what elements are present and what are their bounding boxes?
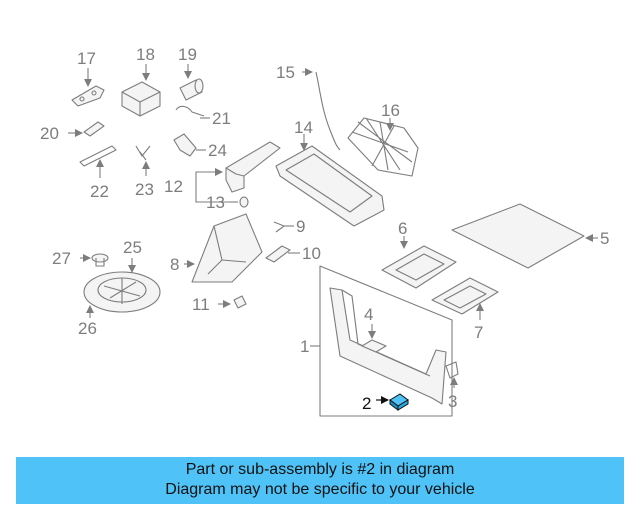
callout-25: 25 [123, 238, 142, 257]
part-6-panel: 6 [381, 219, 457, 289]
part-12-trim: 12 13 [164, 141, 281, 212]
callout-3: 3 [448, 392, 457, 411]
callout-5: 5 [600, 229, 609, 248]
callout-21: 21 [212, 109, 231, 128]
part-4-clip: 4 [361, 305, 387, 353]
part-18-module: 18 [121, 45, 161, 117]
callout-24: 24 [208, 141, 227, 160]
part-23-clip: 23 [135, 145, 154, 199]
part-9-clip: 9 [273, 217, 305, 236]
callout-15: 15 [276, 63, 295, 82]
part-20-clip: 20 [40, 121, 105, 143]
callout-11: 11 [192, 295, 210, 314]
callout-1: 1 [300, 337, 309, 356]
callout-2: 2 [362, 394, 371, 413]
callout-9: 9 [296, 217, 305, 236]
part-16-net: 16 [347, 101, 419, 177]
info-banner: Part or sub-assembly is #2 in diagram Di… [16, 457, 624, 504]
callout-27: 27 [52, 249, 71, 268]
part-15-cable: 15 [276, 63, 341, 151]
callout-23: 23 [135, 180, 154, 199]
callout-18: 18 [136, 45, 155, 64]
callout-20: 20 [40, 124, 59, 143]
parts-diagram: 17 18 19 20 21 22 23 2 [40, 45, 609, 417]
part-21-hook: 21 [175, 105, 231, 128]
part-25-tray: 25 26 [78, 238, 161, 338]
callout-8: 8 [170, 255, 179, 274]
part-3-clip: 3 [445, 361, 459, 411]
callout-6: 6 [398, 219, 407, 238]
part-17-bracket: 17 [71, 49, 105, 107]
callout-7: 7 [474, 323, 483, 342]
part-22-rod: 22 [79, 145, 117, 201]
part-14-shelf: 14 [275, 118, 385, 227]
callout-12: 12 [164, 177, 183, 196]
part-1-trim-panel [329, 287, 447, 405]
banner-line-2: Diagram may not be specific to your vehi… [165, 481, 475, 498]
part-10-cover: 10 [265, 244, 321, 263]
part-1-assembly-box: 1 [300, 265, 453, 417]
callout-4: 4 [364, 305, 373, 324]
part-11-clip: 11 [192, 295, 247, 314]
part-2-highlighted: 2 [362, 393, 409, 413]
part-5-mat: 5 [451, 203, 609, 269]
callout-13: 13 [206, 193, 225, 212]
callout-14: 14 [294, 118, 313, 137]
callout-10: 10 [302, 244, 321, 263]
callout-19: 19 [178, 45, 197, 64]
part-8-side-trim: 8 [170, 213, 263, 283]
banner-line-1: Part or sub-assembly is #2 in diagram [185, 461, 455, 478]
callout-17: 17 [77, 49, 96, 68]
part-7-panel: 7 [431, 277, 499, 342]
part-19-cylinder: 19 [178, 45, 204, 101]
callout-22: 22 [90, 182, 109, 201]
part-24-bracket: 24 [173, 133, 227, 160]
callout-26: 26 [78, 319, 97, 338]
part-27-bolt: 27 [52, 249, 109, 268]
callout-16: 16 [381, 101, 400, 120]
